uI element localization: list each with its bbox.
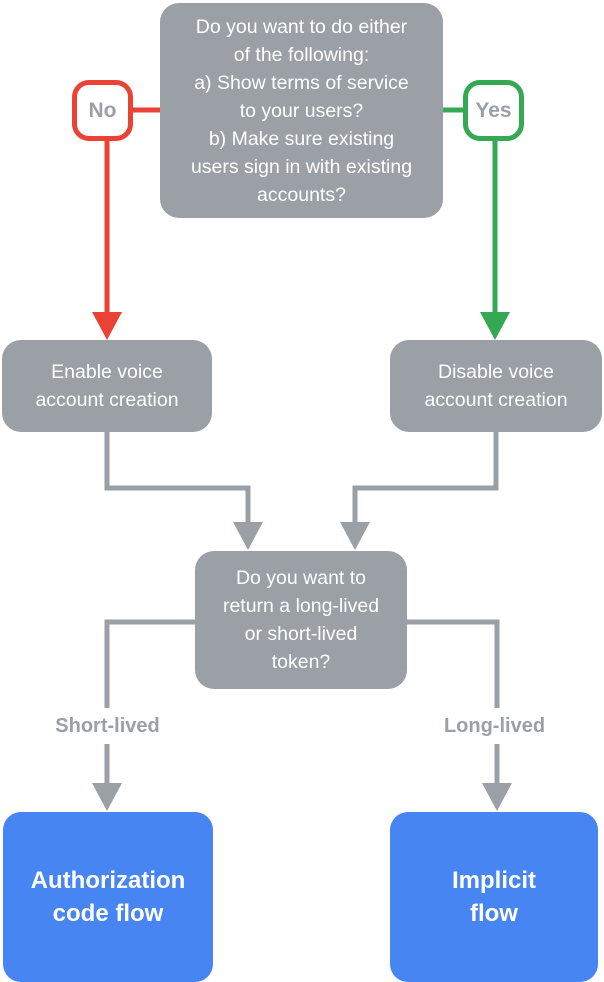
branch-label-long-lived-text: Long-lived [443, 714, 546, 737]
short-lived-branch-line [104, 619, 196, 785]
decision-box-terms-of-service: Do you want to do either of the followin… [160, 3, 443, 218]
short-lived-branch-arrowhead [92, 783, 122, 811]
enable-to-question2-line [104, 432, 251, 524]
outcome-box-implicit-flow: Implicit flow [390, 812, 598, 982]
enable-to-question2-arrowhead [233, 522, 263, 550]
outcome-box-authorization-code-flow-text: Authorization code flow [30, 867, 186, 927]
decision-box-token-lifetime-text: Do you want to return a long-lived or sh… [222, 567, 380, 673]
long-lived-branch-arrowhead [482, 783, 512, 811]
disable-to-question2-arrowhead [340, 522, 370, 550]
long-lived-branch-line [406, 619, 500, 785]
branch-label-short-lived-text: Short-lived [55, 714, 160, 737]
disable-to-question2-line [352, 432, 499, 524]
yes-branch-arrowhead [480, 312, 510, 340]
answer-badge-no: No [72, 80, 133, 141]
outcome-box-authorization-code-flow: Authorization code flow [3, 812, 213, 982]
branch-label-short-lived: Short-lived [22, 708, 193, 744]
answer-badge-no-label: No [88, 98, 117, 122]
action-box-enable-voice-account-creation: Enable voice account creation [2, 340, 212, 432]
decision-box-terms-of-service-text: Do you want to do either of the followin… [190, 15, 413, 206]
action-box-enable-text: Enable voice account creation [35, 361, 179, 411]
action-box-disable-text: Disable voice account creation [424, 361, 568, 411]
branch-label-long-lived: Long-lived [409, 708, 580, 744]
outcome-box-implicit-flow-text: Implicit flow [451, 867, 536, 927]
answer-badge-yes-label: Yes [475, 98, 512, 122]
decision-box-token-lifetime: Do you want to return a long-lived or sh… [195, 551, 407, 689]
answer-badge-yes: Yes [463, 80, 524, 141]
no-branch-arrowhead [92, 312, 122, 340]
action-box-disable-voice-account-creation: Disable voice account creation [390, 340, 602, 432]
